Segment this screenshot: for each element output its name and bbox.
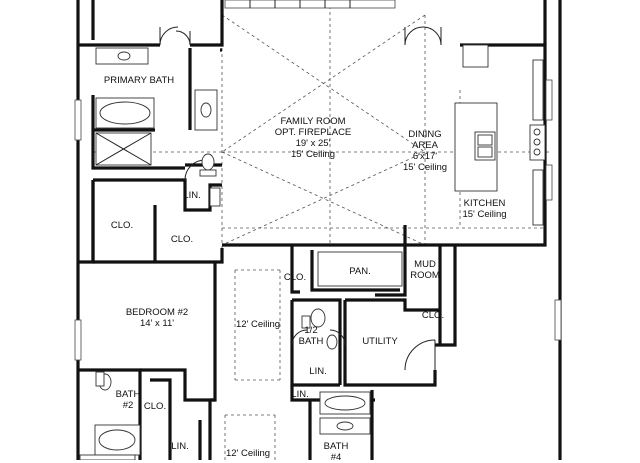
primary-bath-label: PRIMARY BATH [103, 75, 175, 86]
hall-ceiling-label: 12' Ceiling [235, 319, 281, 330]
pantry-label: PAN. [349, 266, 371, 277]
lin-primary-label: LIN. [183, 190, 201, 201]
lin-utility-label: LIN. [309, 366, 327, 377]
primary-bath-fixtures [95, 47, 221, 207]
windows [74, 0, 562, 361]
dashed-room-boundaries [93, 0, 550, 460]
kitchen-fixtures [454, 44, 546, 226]
dining-area-label: DINING AREA 6'x17' 15' Ceiling [402, 129, 448, 173]
lower-ceiling-label: 12' Ceiling [225, 448, 271, 459]
bath-2-label: BATH #2 [115, 389, 141, 411]
bath-4-label: BATH #4 [323, 441, 349, 463]
center-walls [222, 225, 457, 460]
utility-label: UTILITY [362, 336, 398, 347]
lower-fixtures [79, 251, 403, 460]
lin-bath4-label: LIN. [291, 389, 309, 400]
bedroom-2-label: BEDROOM #2 14' x 11' [125, 307, 189, 329]
clo-primary-left-label: CLO. [110, 220, 134, 231]
half-bath-label: 1/2 BATH [298, 325, 324, 347]
clo-mud-label: CLO. [421, 310, 445, 321]
doors [159, 26, 442, 371]
mud-room-label: MUD ROOM [410, 259, 440, 281]
clo-primary-right-label: CLO. [170, 234, 194, 245]
family-room-label: FAMILY ROOM OPT. FIREPLACE 19' x 25' 15'… [274, 116, 352, 160]
lin-lower-label: LIN. [171, 441, 189, 452]
clo-hall-label: CLO. [283, 272, 307, 283]
exterior-walls [76, 0, 562, 460]
clo-bath2-label: CLO. [143, 401, 167, 412]
kitchen-label: KITCHEN 15' Ceiling [462, 198, 507, 220]
